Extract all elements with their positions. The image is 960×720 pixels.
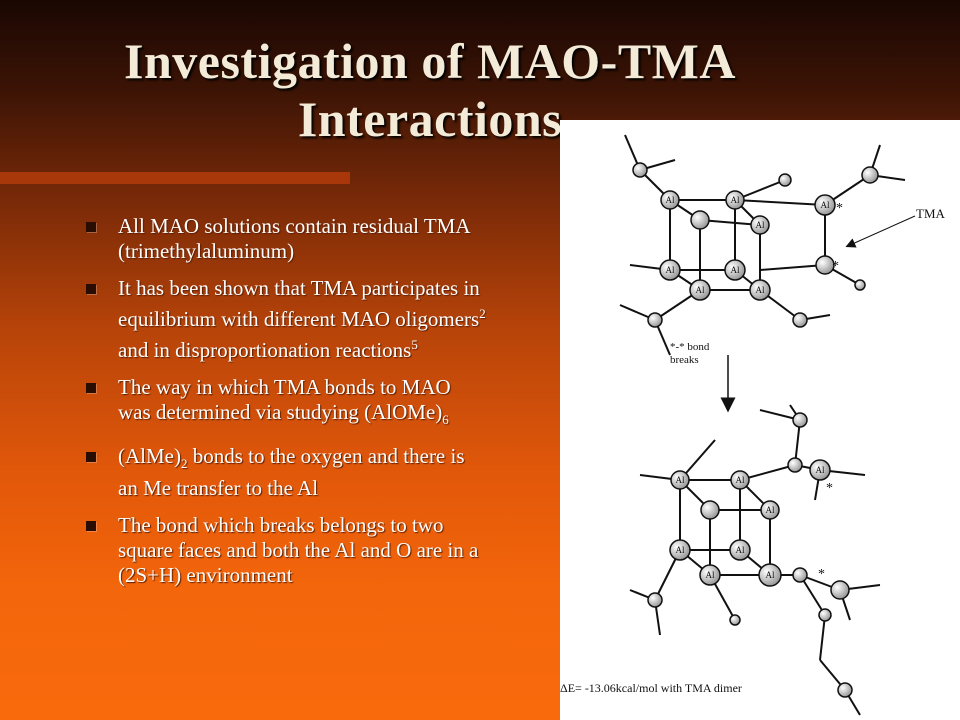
svg-text:Al: Al <box>731 195 740 205</box>
bullet-text: The bond which breaks belongs to two squ… <box>118 513 479 588</box>
svg-text:Al: Al <box>756 285 765 295</box>
formula-subscript: 2 <box>180 456 188 472</box>
svg-text:Al: Al <box>666 265 675 275</box>
svg-text:Al: Al <box>736 545 745 555</box>
bullet-text: (AlMe) <box>118 444 181 469</box>
tma-pointer-arrow <box>845 215 916 248</box>
title-line-2: Interactions <box>297 91 563 147</box>
bullet-text: All MAO solutions contain residual TMA (… <box>118 214 470 263</box>
bullet-item: It has been shown that TMA participates … <box>86 276 486 363</box>
bullet-square-icon <box>86 222 96 232</box>
bond-breaks-label-line-2: breaks <box>670 354 699 366</box>
svg-text:Al: Al <box>736 475 745 485</box>
lower-cluster <box>629 404 881 716</box>
svg-text:Al: Al <box>706 570 715 580</box>
slide-title: Investigation of MAO-TMA Interactions <box>0 32 860 148</box>
svg-text:Al: Al <box>676 545 685 555</box>
svg-text:Al: Al <box>766 570 775 580</box>
svg-text:Al: Al <box>821 200 830 210</box>
svg-text:Al: Al <box>816 465 825 475</box>
energy-label: ΔE= -13.06kcal/mol with TMA dimer <box>560 681 742 695</box>
lower-atom-labels: Al Al Al Al Al Al Al Al <box>676 465 825 580</box>
molecule-diagram: Al Al Al Al Al Al Al Al * * TMA *-* bond… <box>560 134 946 716</box>
upper-atom-labels: Al Al Al Al Al Al Al Al <box>666 195 830 295</box>
bullet-text: The way in which TMA bonds to MAO was de… <box>118 375 451 424</box>
bullet-square-icon <box>86 521 96 532</box>
bond-breaks-label-line-1: *-* bond <box>670 341 710 353</box>
citation-superscript: 5 <box>411 337 418 352</box>
svg-text:Al: Al <box>676 475 685 485</box>
upper-cluster <box>619 134 906 356</box>
bond-star-marker: * <box>836 201 843 216</box>
title-line-1: Investigation of MAO-TMA <box>124 33 736 89</box>
bullet-item: All MAO solutions contain residual TMA (… <box>86 214 486 264</box>
title-underline-bar <box>0 172 350 184</box>
bullet-item: The way in which TMA bonds to MAO was de… <box>86 375 486 432</box>
bullet-square-icon <box>86 452 96 463</box>
bond-star-marker: * <box>826 481 833 496</box>
svg-text:Al: Al <box>756 220 765 230</box>
upper-atoms <box>632 162 879 328</box>
bullet-list: All MAO solutions contain residual TMA (… <box>86 214 486 600</box>
svg-text:Al: Al <box>666 195 675 205</box>
bullet-square-icon <box>86 284 96 294</box>
lower-atoms <box>647 412 853 698</box>
bullet-item: The bond which breaks belongs to two squ… <box>86 513 486 588</box>
svg-text:Al: Al <box>766 505 775 515</box>
citation-superscript: 2 <box>479 306 486 321</box>
molecular-structure-figure: Al Al Al Al Al Al Al Al * * TMA *-* bond… <box>560 120 960 720</box>
svg-text:Al: Al <box>696 285 705 295</box>
formula-subscript: 6 <box>442 412 449 428</box>
tma-label: TMA <box>916 206 946 221</box>
bullet-square-icon <box>86 383 96 393</box>
bond-star-marker: * <box>832 259 839 274</box>
bullet-text-continued: bonds to the oxygen and there is an Me t… <box>118 444 465 501</box>
bullet-text-continued: and in disproportionation reactions <box>118 338 412 362</box>
bond-star-marker: * <box>818 567 825 582</box>
bullet-text: It has been shown that TMA participates … <box>118 276 480 331</box>
bullet-item: (AlMe)2 bonds to the oxygen and there is… <box>86 444 486 501</box>
svg-text:Al: Al <box>731 265 740 275</box>
